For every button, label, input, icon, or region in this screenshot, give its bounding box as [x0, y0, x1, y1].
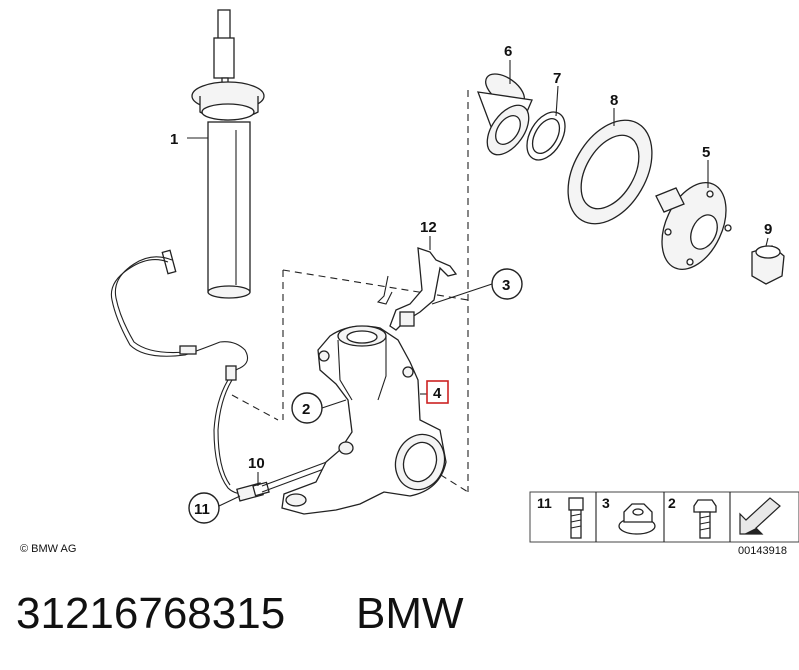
- copyright: © BMW AG: [20, 543, 76, 555]
- leader-lines: [187, 60, 769, 507]
- callout-5: 5: [702, 144, 710, 161]
- callout-6: 6: [504, 43, 512, 60]
- socket-screw-icon: [568, 497, 584, 539]
- callout-1: 1: [170, 131, 178, 148]
- callout-3-circle: [491, 268, 523, 300]
- callout-8: 8: [610, 92, 618, 109]
- bolt-10[interactable]: [261, 459, 333, 493]
- callout-4-highlight[interactable]: [426, 380, 449, 404]
- callout-3: 3: [502, 277, 510, 294]
- callout-4[interactable]: 4: [433, 385, 442, 402]
- wheel-hub[interactable]: [649, 172, 739, 279]
- wheel-speed-sensor[interactable]: [236, 481, 270, 502]
- diagram-number: 00143918: [738, 545, 787, 557]
- legend-item-11: 11: [537, 495, 552, 511]
- protection-plate[interactable]: [551, 106, 669, 239]
- steering-knuckle[interactable]: [281, 325, 452, 515]
- wheel-bearing[interactable]: [477, 68, 537, 163]
- callouts: 1 6 7 8 5 9 12 10 3 2 11 4: [170, 43, 772, 524]
- circlip[interactable]: [519, 105, 573, 166]
- legend-strip: 11 3 2 00143918: [529, 491, 799, 557]
- callout-2-circle: [291, 392, 323, 424]
- callout-2: 2: [302, 401, 310, 418]
- callout-7: 7: [553, 70, 561, 87]
- callout-9: 9: [764, 221, 772, 238]
- legend-item-2: 2: [668, 495, 676, 511]
- legend-item-3: 3: [602, 495, 610, 511]
- brand-name: BMW: [356, 589, 464, 638]
- callout-11: 11: [194, 501, 210, 518]
- flange-nut-icon: [618, 503, 656, 535]
- sensor-cable[interactable]: [110, 249, 249, 495]
- part-number: 31216768315: [16, 589, 285, 638]
- shock-absorber[interactable]: [191, 9, 265, 299]
- hex-bolt-icon: [693, 499, 717, 539]
- assembly-guide-lines: [231, 90, 469, 493]
- arrow-icon: [739, 497, 781, 535]
- callout-12: 12: [420, 219, 437, 236]
- bracket-12[interactable]: [376, 247, 458, 331]
- callout-10: 10: [248, 455, 265, 472]
- collar-nut[interactable]: [751, 245, 785, 285]
- callout-11-circle: [188, 492, 220, 524]
